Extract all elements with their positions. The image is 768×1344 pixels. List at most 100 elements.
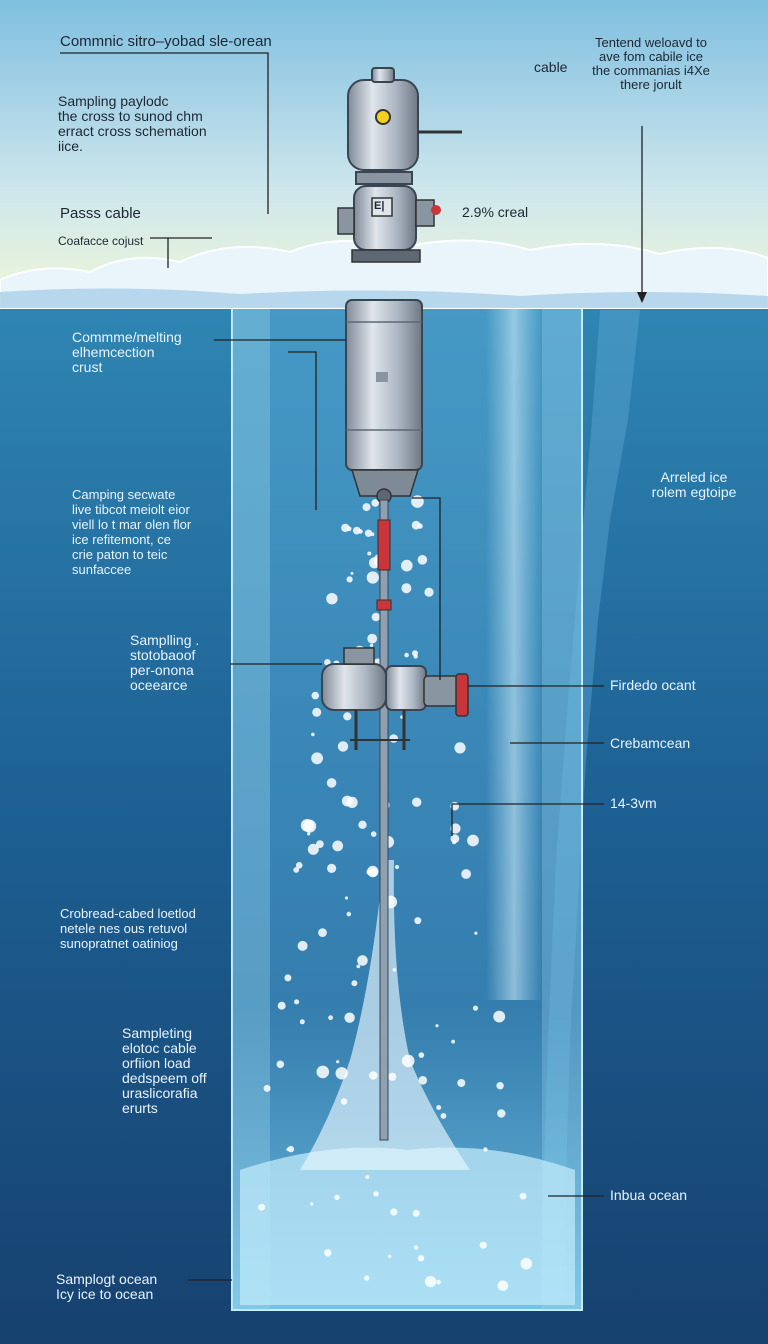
cable-arrow — [637, 292, 647, 303]
bubble — [417, 523, 423, 529]
bubble — [307, 832, 311, 836]
bubble — [311, 732, 315, 737]
bubble — [417, 1255, 425, 1262]
bubble — [343, 712, 352, 721]
bubble — [371, 499, 380, 507]
label-sampling-payload: Sampling paylodc the cross to sunod chm … — [58, 93, 207, 154]
bubble — [316, 840, 324, 848]
bubble — [344, 1012, 355, 1023]
bubble — [436, 1279, 441, 1285]
bubble — [366, 571, 379, 584]
bubble — [258, 1203, 266, 1211]
bubble — [497, 1109, 506, 1118]
diagram-title: Commnic sitro–yobad sle-orean — [60, 33, 272, 50]
bubble — [519, 1192, 527, 1200]
bubble — [328, 1015, 333, 1021]
label-pass-cable: Passs cable — [60, 205, 141, 222]
bubble — [369, 557, 381, 569]
bubble — [287, 1145, 295, 1153]
bubble — [454, 742, 466, 754]
bubble — [440, 1113, 447, 1119]
bubble — [346, 526, 352, 532]
bubble — [388, 1072, 397, 1081]
bubble — [371, 612, 381, 622]
label-firdedo: Firdedo ocant — [610, 677, 696, 693]
label-melting: Commme/melting elhemcection crust — [72, 329, 182, 375]
label-sampleting: Sampleting elotoc cable orfiion load ded… — [122, 1025, 207, 1116]
bubble — [436, 1105, 442, 1110]
bubble — [412, 650, 418, 657]
bubble — [389, 734, 399, 743]
bubble — [401, 583, 412, 594]
borehole-wall-right — [542, 300, 582, 1310]
leader-lines — [60, 52, 643, 1281]
bubble — [493, 1010, 506, 1023]
bubble — [497, 1280, 509, 1291]
bubble — [336, 1060, 340, 1064]
bubble — [326, 778, 337, 788]
bubble — [297, 940, 308, 951]
label-crebam: Crebamcean — [610, 735, 691, 751]
melt-probe — [345, 299, 423, 504]
cable-red-ring — [376, 599, 392, 611]
bubble — [457, 1079, 466, 1087]
bubble — [311, 691, 320, 700]
bubble — [418, 1076, 428, 1085]
bubble — [311, 752, 323, 765]
bubble — [346, 911, 352, 917]
bubble — [369, 868, 378, 877]
bubble — [413, 1245, 419, 1250]
bubble — [344, 896, 349, 900]
label-tendon: Tentend weloavd to ave fom cabile ice th… — [592, 35, 710, 92]
device-badge: E| — [374, 200, 385, 212]
bubble — [358, 820, 367, 829]
bubble — [401, 559, 413, 572]
bubble — [332, 840, 344, 852]
label-crobread: Crobread-cabed loetlod netele nes ous re… — [60, 906, 196, 951]
label-range: 14-3vm — [610, 795, 657, 811]
bubble — [295, 862, 303, 869]
bubble — [411, 495, 424, 508]
bubble — [424, 587, 434, 597]
bubble — [346, 796, 358, 809]
bubble — [435, 1024, 439, 1028]
label-sampling-seawater: Camping secwate live tibcot meiolt eior … — [72, 487, 192, 577]
bubble — [346, 576, 353, 583]
bubble — [358, 529, 363, 534]
bubble — [307, 843, 319, 855]
bubble — [362, 503, 371, 512]
bubble — [425, 1276, 437, 1288]
bubble — [392, 968, 397, 972]
bubble — [450, 823, 461, 834]
bubble — [479, 1241, 487, 1249]
bubble — [310, 1202, 314, 1206]
bubble — [335, 1067, 348, 1080]
bubble — [357, 955, 368, 966]
label-surface-crust: Coafacce cojust — [58, 234, 144, 248]
bubble — [263, 1084, 271, 1092]
bubble — [412, 1209, 420, 1217]
bubble — [452, 840, 457, 845]
bubble — [300, 819, 314, 832]
bubble — [340, 1098, 348, 1105]
bubble — [388, 1254, 392, 1259]
bubble — [417, 555, 428, 565]
bubble — [390, 1208, 398, 1216]
label-inbua: Inbua ocean — [610, 1187, 688, 1203]
bubble — [364, 1275, 370, 1281]
bubble — [277, 1001, 286, 1010]
label-arrelded-ice: Arreled ice rolem egtoipe — [651, 469, 737, 500]
bubble — [418, 1052, 425, 1058]
bubble — [364, 529, 373, 537]
bubble — [334, 1194, 340, 1201]
bubble — [356, 964, 361, 969]
bubble — [327, 863, 337, 874]
label-cable: cable — [534, 59, 568, 75]
bubble — [467, 834, 479, 847]
bubble — [394, 864, 400, 870]
bubble — [316, 1065, 330, 1079]
bubble — [472, 1005, 479, 1011]
bubble — [451, 1039, 455, 1044]
